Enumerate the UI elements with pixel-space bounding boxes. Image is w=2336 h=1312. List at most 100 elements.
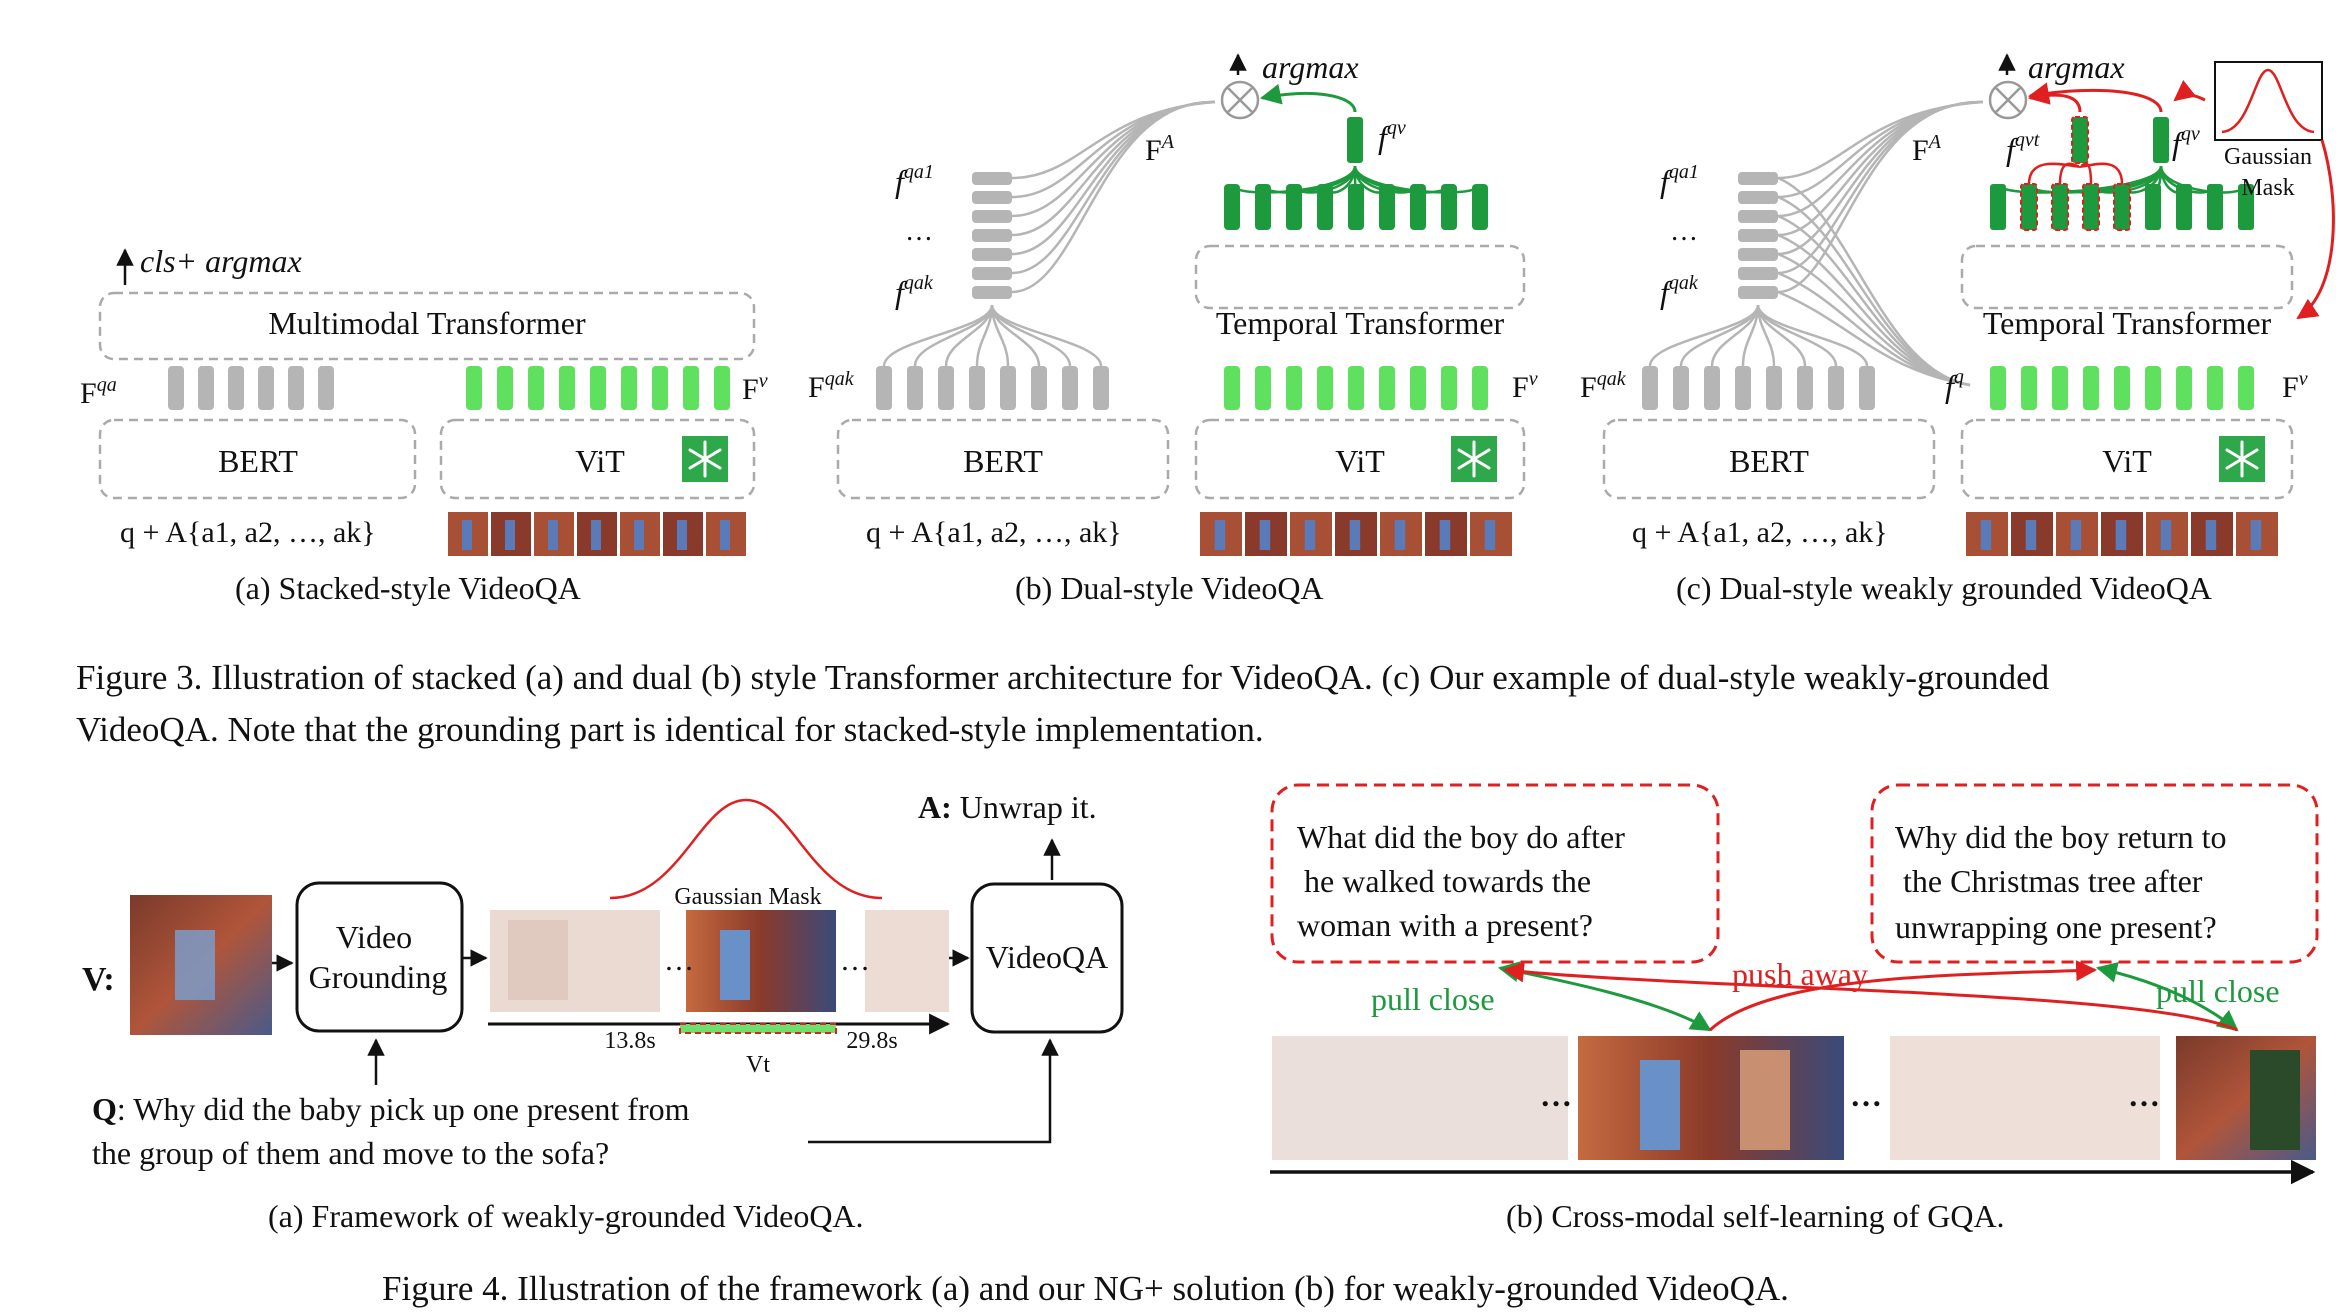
fan-line: [1679, 304, 1760, 367]
question-box-2: [1870, 783, 2319, 964]
question-line-2: the group of them and move to the sofa?: [92, 1135, 609, 1171]
video-token: [2145, 366, 2161, 410]
green-token: [1379, 184, 1395, 230]
video-frames-a: [448, 512, 746, 556]
video-token: [1224, 366, 1240, 410]
frame-figure: [2025, 520, 2037, 550]
text-token: [1828, 366, 1844, 410]
fan-line: [2078, 162, 2124, 185]
text-token: [1642, 366, 1658, 410]
answer-token: [972, 286, 1012, 299]
video-token: [1441, 366, 1457, 410]
faded-frame: [1272, 1036, 1568, 1160]
text-token: [1031, 366, 1047, 410]
gaussian-curve-icon: [609, 798, 883, 900]
vt-label: Vt: [746, 1052, 770, 1078]
videoqa-box: [970, 882, 1124, 1034]
dots-label: …: [1540, 1077, 1572, 1113]
gaussian-mask-label: Gaussian Mask: [674, 884, 821, 910]
answer-token: [1738, 286, 1778, 299]
green-output-tokens-c: [1990, 183, 2254, 231]
video-token: [1990, 366, 2006, 410]
answer-curve: [1011, 100, 1216, 218]
text-tokens-c: [1642, 366, 1875, 410]
answer-curve: [1777, 100, 1984, 275]
text-token: [1673, 366, 1689, 410]
video-token: [1410, 366, 1426, 410]
text-tokens-b: [876, 366, 1109, 410]
gaussian-curve-icon: [2221, 68, 2315, 134]
answer-feature-label: FA: [1912, 131, 1942, 167]
text-token: [1062, 366, 1078, 410]
q2-line-1: Why did the boy return to: [1895, 819, 2226, 855]
video-tokens-c: [1990, 366, 2254, 410]
frame-figure: [1349, 520, 1361, 550]
video-tokens-b: [1224, 366, 1488, 410]
pull-close-arrow-2: [2095, 962, 2239, 1032]
output-label: argmax: [1262, 49, 1359, 85]
input-text-label: q + A{a1, a2, …, ak}: [120, 516, 376, 549]
answer-curve: [1011, 100, 1216, 275]
vit-label: ViT: [2102, 443, 2152, 479]
input-text-label: q + A{a1, a2, …, ak}: [866, 516, 1122, 549]
frame-figure: [1214, 520, 1226, 550]
text-token: [1000, 366, 1016, 410]
multimodal-transformer-box: [98, 291, 756, 361]
fan-line: [882, 304, 994, 367]
answer-token: [1738, 248, 1778, 261]
fan-line: [1756, 304, 1869, 367]
grounding-label-1: Video: [336, 919, 412, 955]
multiply-circle-icon: [1988, 80, 2028, 120]
video-token: [1348, 366, 1364, 410]
frame-figure: [720, 520, 730, 550]
video-feature-label: Fv: [1512, 368, 1538, 404]
video-frames-b: [1200, 512, 1512, 556]
green-token: [1990, 184, 2006, 230]
mask-to-fqv-arrow: [2173, 79, 2206, 102]
output-label: cls+ argmax: [140, 243, 302, 279]
dots-label: …: [664, 944, 694, 977]
text-token: [168, 366, 184, 410]
frame-figure: [505, 520, 515, 550]
video-frames-c: [1966, 512, 2278, 556]
pull-close-label-1: pull close: [1371, 981, 1495, 1017]
output-label: argmax: [2028, 49, 2125, 85]
dots-label: …: [1850, 1077, 1882, 1113]
dots-label: …: [2128, 1077, 2160, 1113]
answer-token: [1738, 172, 1778, 185]
text-token: [907, 366, 923, 410]
video-token: [652, 366, 668, 410]
answer-curves-b: [1011, 100, 1216, 294]
fan-line: [2027, 162, 2082, 185]
green-token: [2020, 183, 2038, 231]
question-box-1: [1270, 783, 1720, 964]
video-token: [2238, 366, 2254, 410]
fan-line: [913, 304, 994, 367]
temporal-transformer-box: [1194, 244, 1526, 310]
text-feature-label: Fqa: [80, 374, 117, 410]
dots-label: …: [905, 216, 933, 247]
bert-label: BERT: [1729, 443, 1809, 479]
answer-label: A:Unwrap it.: [918, 789, 1097, 825]
text-token: [1735, 366, 1751, 410]
video-token: [497, 366, 513, 410]
multiply-circle-icon: [1220, 80, 1260, 120]
question-line-1: Q: Why did the baby pick up one present …: [92, 1091, 690, 1127]
green-token: [1441, 184, 1457, 230]
grounded-frame: [686, 910, 836, 1012]
frame-figure: [1394, 520, 1406, 550]
frame-figure: [1259, 520, 1271, 550]
grounding-label-2: Grounding: [309, 959, 448, 995]
video-token: [590, 366, 606, 410]
answer-token: [972, 229, 1012, 242]
green-token: [2082, 183, 2100, 231]
frame-figure: [1304, 520, 1316, 550]
answer-curve: [1011, 100, 1216, 294]
temporal-transformer-box: [1960, 244, 2294, 310]
bert-fan-lines: [882, 304, 1103, 367]
transformer-label: Multimodal Transformer: [268, 305, 586, 341]
fan-line: [990, 304, 1103, 367]
input-text-label: q + A{a1, a2, …, ak}: [1632, 516, 1888, 549]
answer-token: [1738, 229, 1778, 242]
q2-line-2: the Christmas tree after: [1903, 863, 2203, 899]
